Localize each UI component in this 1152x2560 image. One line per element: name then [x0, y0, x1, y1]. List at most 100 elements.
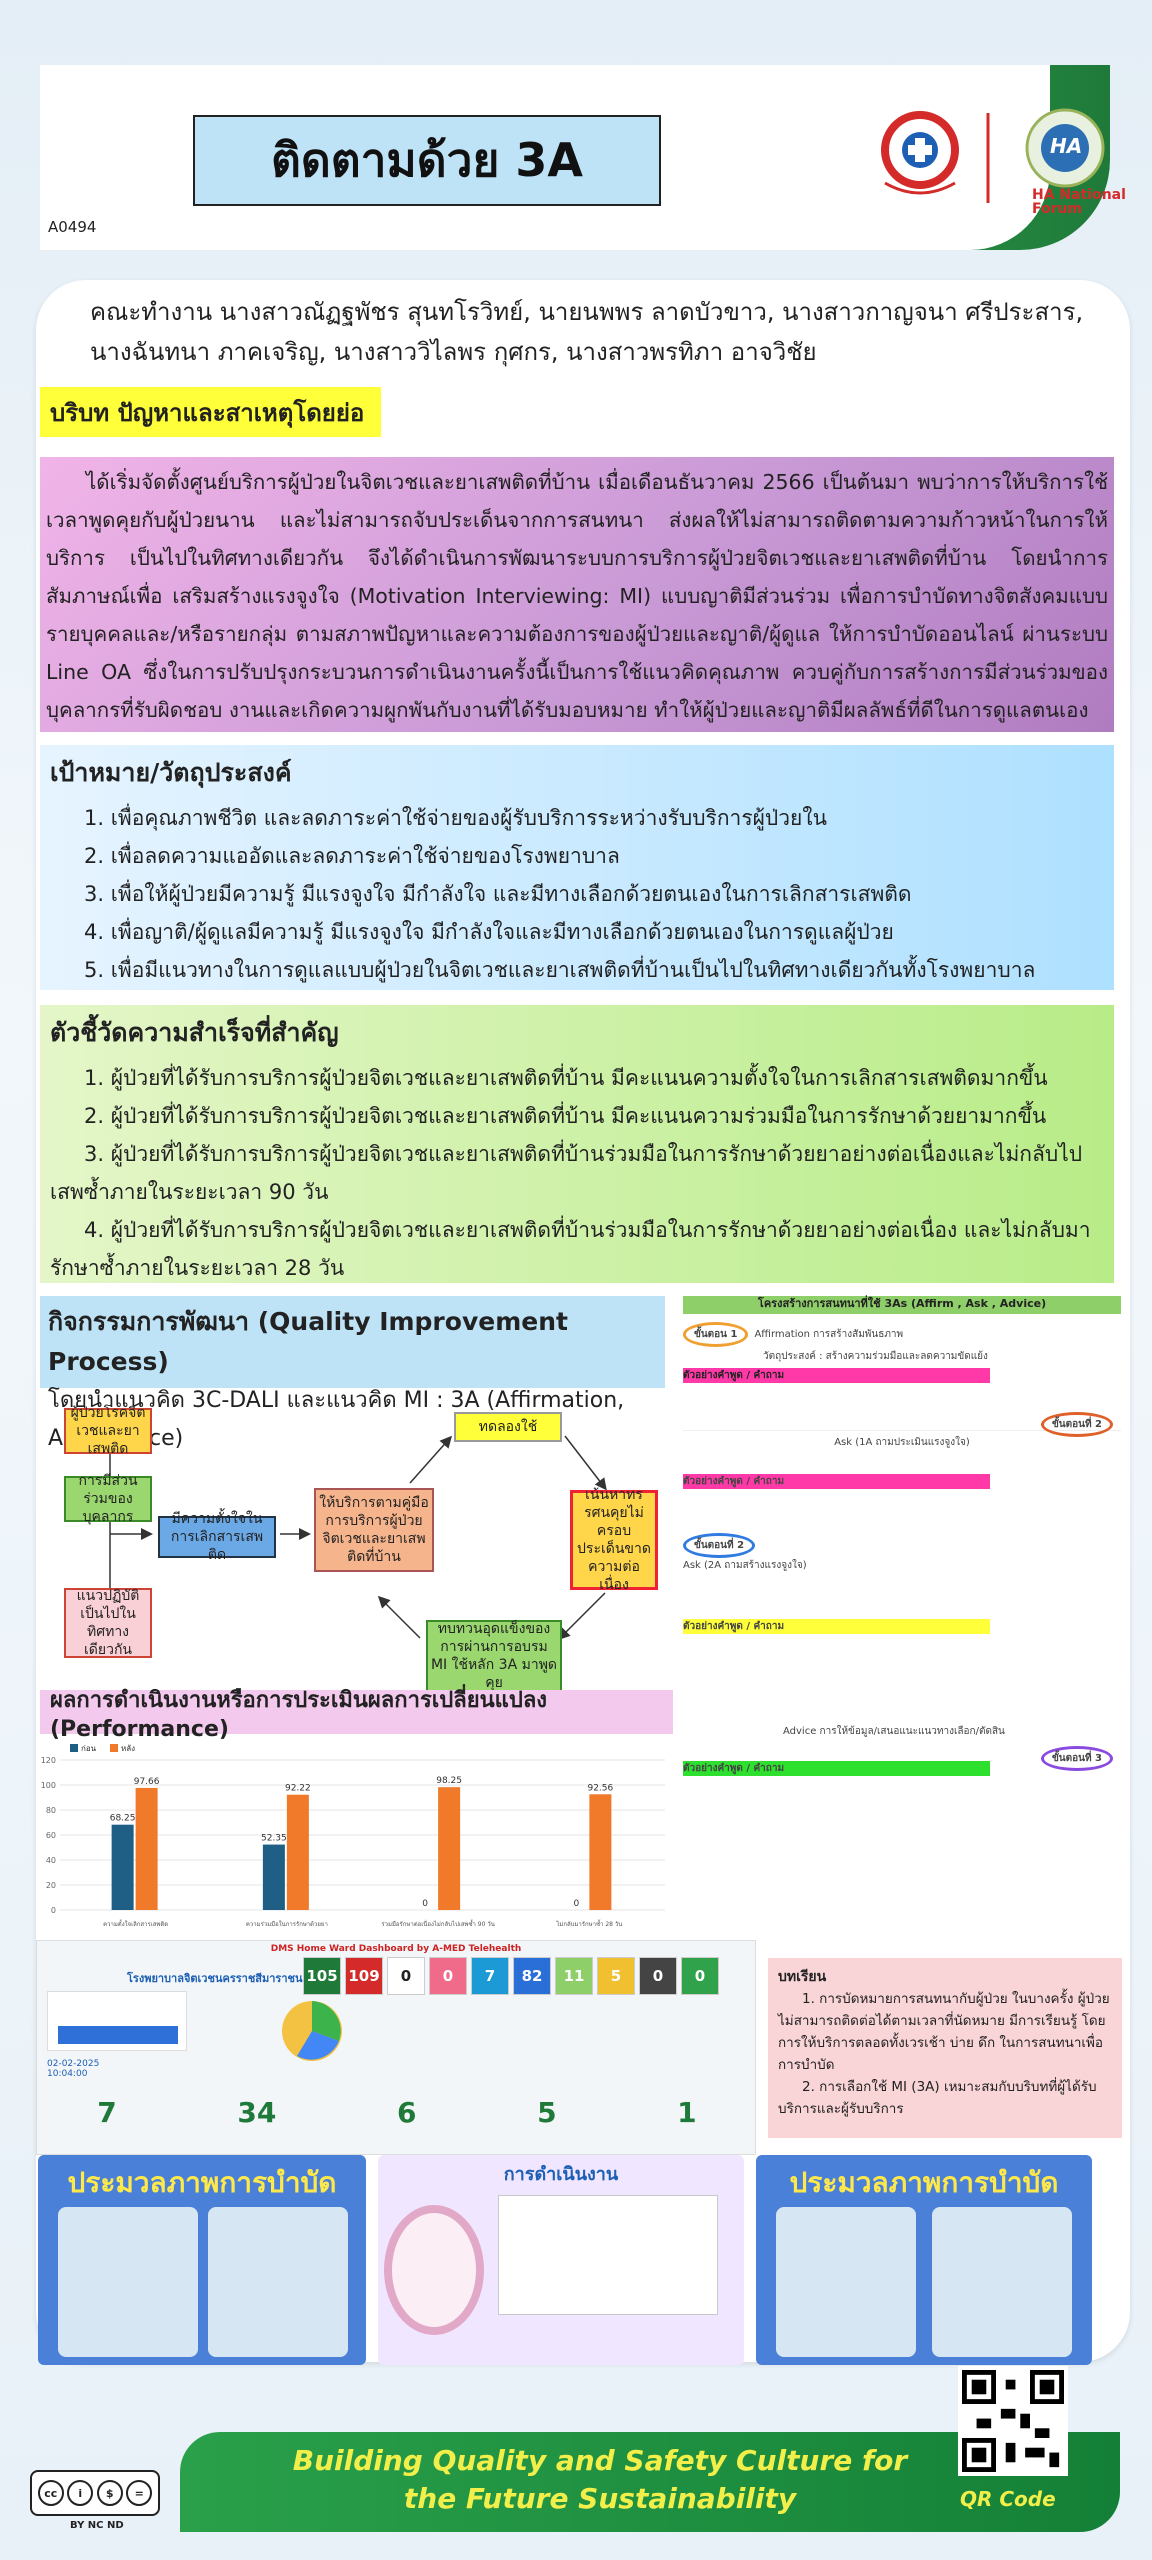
y-tick-label: 40 — [46, 1856, 56, 1865]
step1-goal: วัตถุประสงค์ : สร้างความร่วมมือและลดความ… — [763, 1351, 988, 1362]
dashboard-counter: 82 — [513, 1957, 551, 1995]
dashboard-counter: 109 — [345, 1957, 383, 1995]
flow-box-trial: ทดลองใช้ — [454, 1412, 562, 1442]
data-label: 98.25 — [436, 1776, 462, 1786]
legend-swatch — [110, 1744, 118, 1752]
photo-panel-middle: การดำเนินงาน — [378, 2155, 744, 2365]
y-tick-label: 120 — [41, 1756, 56, 1765]
dashboard-title: DMS Home Ward Dashboard by A-MED Telehea… — [270, 1944, 522, 1954]
flow-box-issue: เน้นหาทรรศนคุยไม่ครอบประเด็นขาดความต่อเน… — [570, 1487, 658, 1593]
kpi-item: 4. ผู้ป่วยที่ได้รับการบริการผู้ป่วยจิตเว… — [50, 1218, 1091, 1280]
context-heading: บริบท ปัญหาและสาเหตุโดยย่อ — [40, 387, 381, 437]
goal-item: 2. เพื่อลดความแออัดและลดภาระค่าใช้จ่ายขอ… — [84, 844, 620, 868]
legend-label: ก่อน — [81, 1744, 97, 1753]
y-tick-label: 60 — [46, 1831, 56, 1840]
photo-panel-left-title: ประมวลภาพการบำบัด — [67, 2166, 337, 2199]
dashboard-counter: 0 — [387, 1957, 425, 1995]
data-label: 97.66 — [134, 1777, 160, 1787]
example-label-2: ตัวอย่างคำพูด / คำถาม — [683, 1474, 990, 1489]
footer-slogan: Building Quality and Safety Culture for … — [260, 2442, 940, 2518]
bar — [111, 1824, 134, 1910]
data-label: 92.22 — [285, 1784, 311, 1794]
hospital-logo — [881, 111, 990, 203]
dashboard-counter: 0 — [681, 1957, 719, 1995]
x-tick-label: ความตั้งใจเลิกสารเสพติด — [103, 1918, 168, 1928]
qi-heading: กิจกรรมการพัฒนา (Quality Improvement Pro… — [48, 1307, 568, 1376]
calendar-image — [498, 2195, 718, 2315]
dashboard-counter: 11 — [555, 1957, 593, 1995]
goals-section: เป้าหมาย/วัตถุประสงค์ 1. เพื่อคุณภาพชีวิ… — [40, 745, 1114, 990]
step3-badge: ขั้นตอนที่ 3 — [1040, 1746, 1113, 1771]
goal-item: 1. เพื่อคุณภาพชีวิต และลดภาระค่าใช้จ่ายข… — [84, 806, 827, 830]
legend-swatch — [70, 1744, 78, 1752]
flow-box-service: ให้บริการตามคู่มือการบริการผู้ป่วยจิตเวช… — [314, 1488, 434, 1572]
dashboard-counter: 0 — [639, 1957, 677, 1995]
flow-box-intention: มีความตั้งใจในการเลิกสารเสพติด — [158, 1511, 276, 1563]
chart-svg: 0 20 40 60 80 100 120 68.25 97.66 ความตั้งใจเลิกส… — [41, 1744, 665, 1928]
bar — [286, 1794, 309, 1910]
y-tick-label: 0 — [51, 1906, 56, 1915]
photo-image — [776, 2207, 916, 2357]
context-text: ได้เริ่มจัดตั้งศูนย์บริการผู้ป่วยในจิตเว… — [46, 470, 1108, 722]
footer-line-1: Building Quality and Safety Culture for — [292, 2444, 908, 2477]
dashboard-stat: 1 — [677, 2096, 697, 2129]
cc-license-text: BY NC ND — [70, 2520, 124, 2531]
data-label: 52.35 — [261, 1834, 287, 1844]
x-tick-label: ร่วมมือรักษาต่อเนื่องไม่กลับไปเสพซ้ำ 90 … — [381, 1918, 494, 1928]
noncommercial-icon: $ — [96, 2480, 123, 2506]
y-tick-label: 100 — [41, 1781, 56, 1790]
photo-image — [208, 2207, 348, 2357]
dashboard-date: 02-02-2025 — [47, 2059, 100, 2069]
bar — [262, 1844, 285, 1910]
performance-heading: ผลการดำเนินงานหรือการประเมินผลการเปลี่ยน… — [40, 1688, 673, 1742]
goals-heading: เป้าหมาย/วัตถุประสงค์ — [50, 758, 292, 787]
flow-box-staff: การมีส่วนร่วมของบุคลากร — [64, 1473, 152, 1525]
photo-panel-middle-title: การดำเนินงาน — [503, 2164, 619, 2185]
step1-badge: ขั้นตอน 1 — [683, 1322, 749, 1347]
goal-item: 4. เพื่อญาติ/ผู้ดูแลมีความรู้ มีแรงจูงใจ… — [84, 920, 894, 944]
example-label-4: ตัวอย่างคำพูด / คำถาม — [683, 1761, 990, 1776]
data-label: 92.56 — [587, 1783, 613, 1793]
kpi-item: 3. ผู้ป่วยที่ได้รับการบริการผู้ป่วยจิตเว… — [50, 1142, 1083, 1204]
data-label: 0 — [422, 1899, 428, 1909]
footer-line-2: the Future Sustainability — [403, 2482, 797, 2515]
qr-code[interactable] — [958, 2366, 1068, 2476]
ha-forum-label: HA National Forum — [1032, 187, 1126, 217]
goal-item: 3. เพื่อให้ผู้ป่วยมีความรู้ มีแรงจูงใจ ม… — [84, 882, 912, 906]
goals-list: 1. เพื่อคุณภาพชีวิต และลดภาระค่าใช้จ่ายข… — [50, 799, 1104, 989]
y-tick-label: 80 — [46, 1806, 56, 1815]
performance-chart: 0 20 40 60 80 100 120 68.25 97.66 ความตั้งใจเลิกส… — [30, 1740, 675, 1940]
lesson-item: 2. การเลือกใช้ MI (3A) เหมาะสมกับบริบทที… — [778, 2079, 1097, 2117]
bar — [589, 1794, 612, 1910]
dashboard-time: 10:04:00 — [47, 2069, 88, 2079]
kpi-item: 2. ผู้ป่วยที่ได้รับการบริการผู้ป่วยจิตเว… — [84, 1104, 1047, 1128]
advice-label: Advice การให้ข้อมูล/เสนอแนะแนวทางเลือก/ต… — [783, 1726, 1005, 1737]
kpi-item: 1. ผู้ป่วยที่ได้รับการบริการผู้ป่วยจิตเว… — [84, 1066, 1048, 1090]
data-label: 68.25 — [110, 1814, 136, 1824]
dashboard-screenshot: DMS Home Ward Dashboard by A-MED Telehea… — [36, 1940, 756, 2155]
poster-code: A0494 — [48, 218, 97, 236]
lesson-item: 1. การบัดหมายการสนทนากับผู้ป่วย ในบางครั… — [778, 1991, 1110, 2073]
dashboard-counter: 0 — [429, 1957, 467, 1995]
data-label: 0 — [574, 1899, 580, 1909]
ha-badge: HA — [1050, 134, 1083, 158]
dashboard-counter: 7 — [471, 1957, 509, 1995]
photo-panel-left: ประมวลภาพการบำบัด — [38, 2155, 366, 2365]
kpi-section: ตัวชี้วัดความสำเร็จที่สำคัญ 1. ผู้ป่วยที… — [40, 1005, 1114, 1283]
kpi-list: 1. ผู้ป่วยที่ได้รับการบริการผู้ป่วยจิตเว… — [50, 1059, 1104, 1287]
step1-text: Affirmation การสร้างสัมพันธภาพ — [754, 1329, 904, 1340]
qi-header: กิจกรรมการพัฒนา (Quality Improvement Pro… — [40, 1296, 665, 1451]
photo-image — [58, 2207, 198, 2357]
three-a-heading: โครงสร้างการสนทนาที่ใช้ 3As (Affirm , As… — [683, 1296, 1121, 1314]
photo-image — [932, 2207, 1072, 2357]
magnifier-icon — [384, 2205, 484, 2335]
step2-badge: ขั้นตอนที่ 2 — [1040, 1412, 1113, 1437]
dashboard-stat: 34 — [237, 2096, 277, 2129]
y-tick-label: 20 — [46, 1881, 56, 1890]
x-tick-label: ความร่วมมือในการรักษาด้วยยา — [246, 1920, 328, 1928]
lessons-heading: บทเรียน — [778, 1969, 827, 1985]
legend-label: หลัง — [121, 1744, 135, 1753]
ask-label: Ask (1A ถามประเมินแรงจูงใจ) — [834, 1437, 970, 1448]
